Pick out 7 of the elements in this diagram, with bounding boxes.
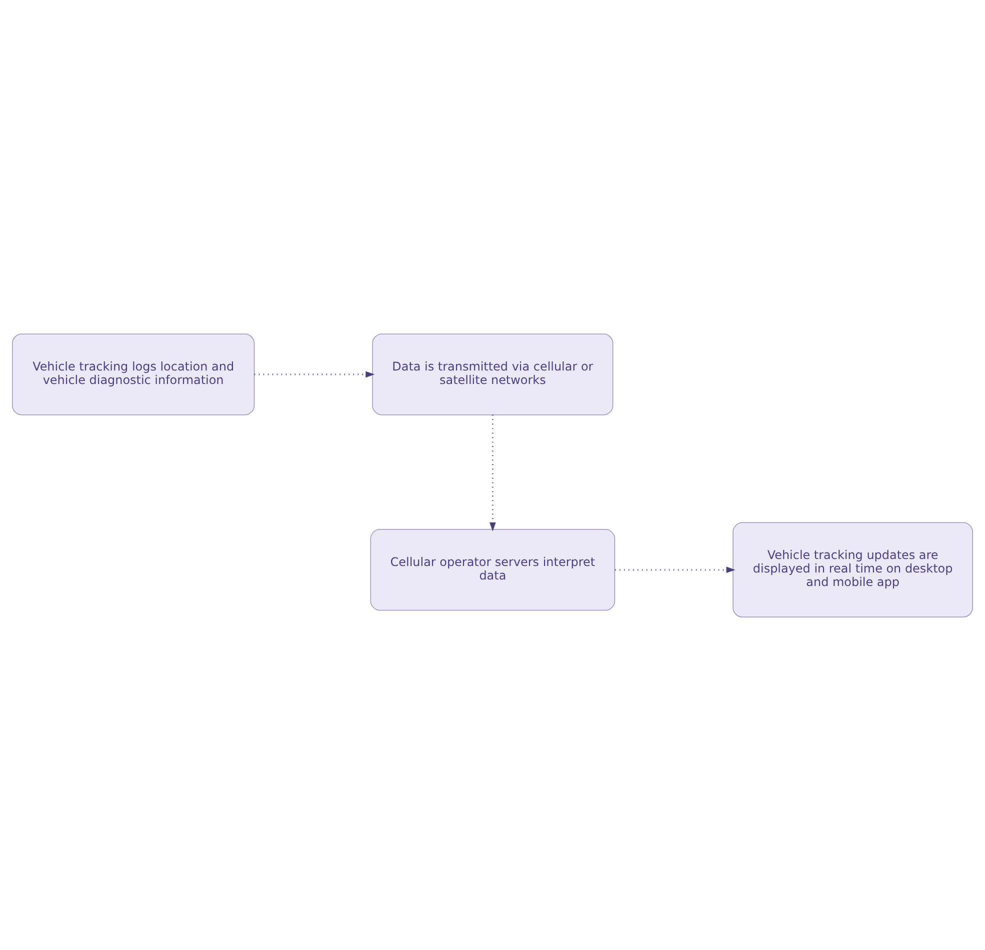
arrow xyxy=(615,566,736,572)
arrow xyxy=(490,414,496,531)
node-box: Cellular operator servers interpret data xyxy=(370,528,616,610)
node-box: Data is transmitted via cellular or satellite networks xyxy=(372,333,614,415)
arrow xyxy=(254,370,375,378)
node-box: Vehicle tracking updates are displayed in real time on desktop and mobile app xyxy=(732,522,973,617)
node-box: Vehicle tracking logs location and vehicle diagnostic information xyxy=(12,333,255,415)
